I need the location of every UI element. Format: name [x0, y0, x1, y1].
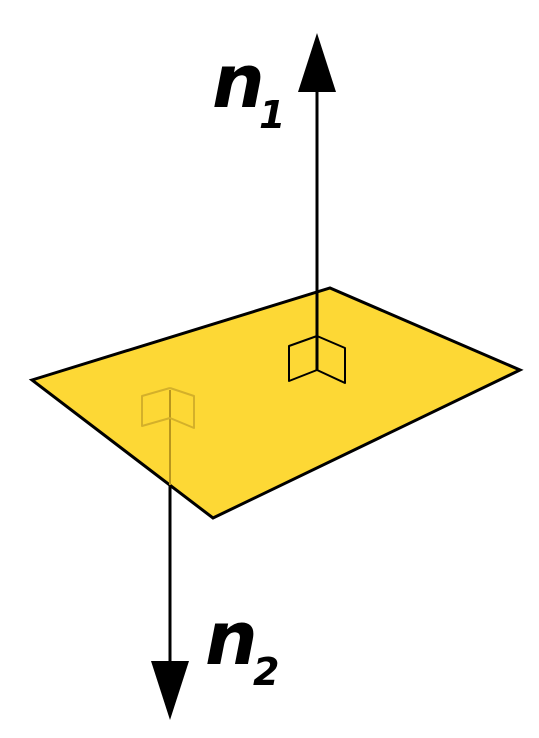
normal-n2-arrowhead — [151, 661, 189, 720]
right-angle-marker-n2 — [141, 387, 195, 429]
tangent-plane — [28, 286, 524, 520]
normal-n1-arrowhead — [298, 33, 336, 92]
label-n2-subscript: 2 — [253, 650, 279, 694]
label-n1: n 1 — [212, 39, 285, 137]
label-n1-base: n — [212, 39, 265, 125]
label-n2: n 2 — [205, 596, 279, 694]
label-n2-base: n — [205, 596, 258, 682]
label-n1-subscript: 1 — [259, 93, 285, 137]
right-angle-marker-n1 — [288, 335, 346, 384]
